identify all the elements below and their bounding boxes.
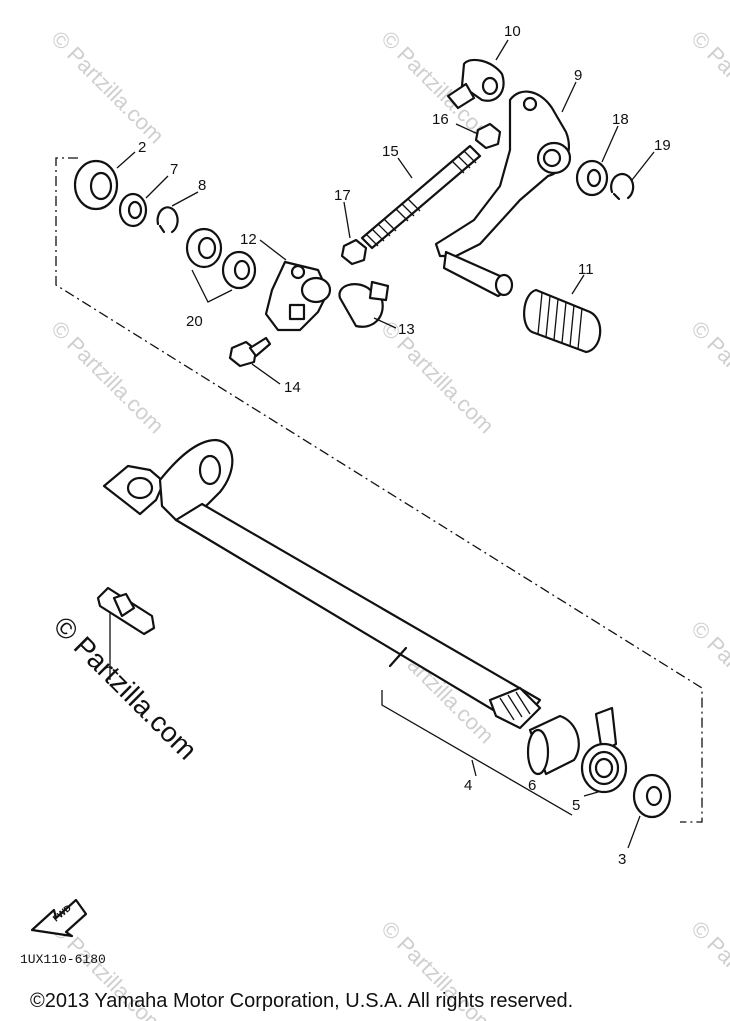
stud-bolt (96, 586, 156, 680)
callout-14: 14 (284, 379, 301, 396)
callout-15: 15 (382, 143, 399, 160)
part-18-washer (575, 125, 619, 197)
callout-12: 12 (240, 231, 257, 248)
callout-13: 13 (398, 321, 415, 338)
callout-2: 2 (138, 139, 146, 156)
callout-16: 16 (432, 111, 449, 128)
part-19-circlip (610, 151, 655, 201)
watermark: © Partzilla.com (686, 916, 730, 1021)
part-6-collar (526, 714, 580, 776)
callout-7: 7 (170, 161, 178, 178)
callout-5: 5 (572, 797, 580, 814)
part-20-bearings (185, 227, 257, 303)
callout-17: 17 (334, 187, 351, 204)
callout-9: 9 (574, 67, 582, 84)
part-12-shift-arm (259, 239, 332, 332)
copyright-notice: ©2013 Yamaha Motor Corporation, U.S.A. A… (30, 990, 574, 1012)
diagram-code: 1UX110-6180 (20, 952, 106, 967)
callout-3: 3 (618, 851, 626, 868)
watermark-prominent: © Partzilla.com (48, 610, 203, 765)
watermark: © Partzilla.com (686, 316, 730, 439)
part-2-oil-seal (73, 151, 136, 211)
part-4-shift-shaft (102, 438, 542, 777)
watermark: © Partzilla.com (46, 26, 169, 149)
part-14-bolt (228, 336, 281, 385)
part-7-washer (118, 175, 169, 228)
callout-10: 10 (504, 23, 521, 40)
callout-18: 18 (612, 111, 629, 128)
part-13-joint-cap (338, 280, 397, 329)
assembly-frame (55, 157, 703, 823)
part-8-circlip (156, 191, 199, 234)
callout-4: 4 (464, 777, 472, 794)
part-9-shift-pedal (434, 81, 577, 298)
callout-20: 20 (186, 313, 203, 330)
part-16-nut (455, 122, 502, 150)
callout-11: 11 (578, 261, 594, 278)
watermark: © Partzilla.com (46, 316, 169, 439)
part-17-nut (340, 201, 368, 266)
watermark: © Partzilla.com (376, 316, 499, 439)
callout-labels: 2 7 8 20 12 13 14 17 15 16 10 9 18 19 11… (138, 23, 671, 868)
part-15-tie-rod (360, 144, 482, 250)
watermark: © Partzilla.com (686, 616, 730, 739)
frame-line (55, 157, 703, 823)
callout-6: 6 (528, 777, 536, 794)
part-11-pedal-rubber (523, 274, 602, 354)
callout-19: 19 (654, 137, 671, 154)
shaft-bracket-line (381, 690, 573, 816)
callout-8: 8 (198, 177, 206, 194)
part-5-return-spring (580, 706, 628, 797)
part-10-joint-cap (446, 39, 509, 110)
watermark: © Partzilla.com (686, 26, 730, 149)
part-3-washer (627, 773, 672, 849)
